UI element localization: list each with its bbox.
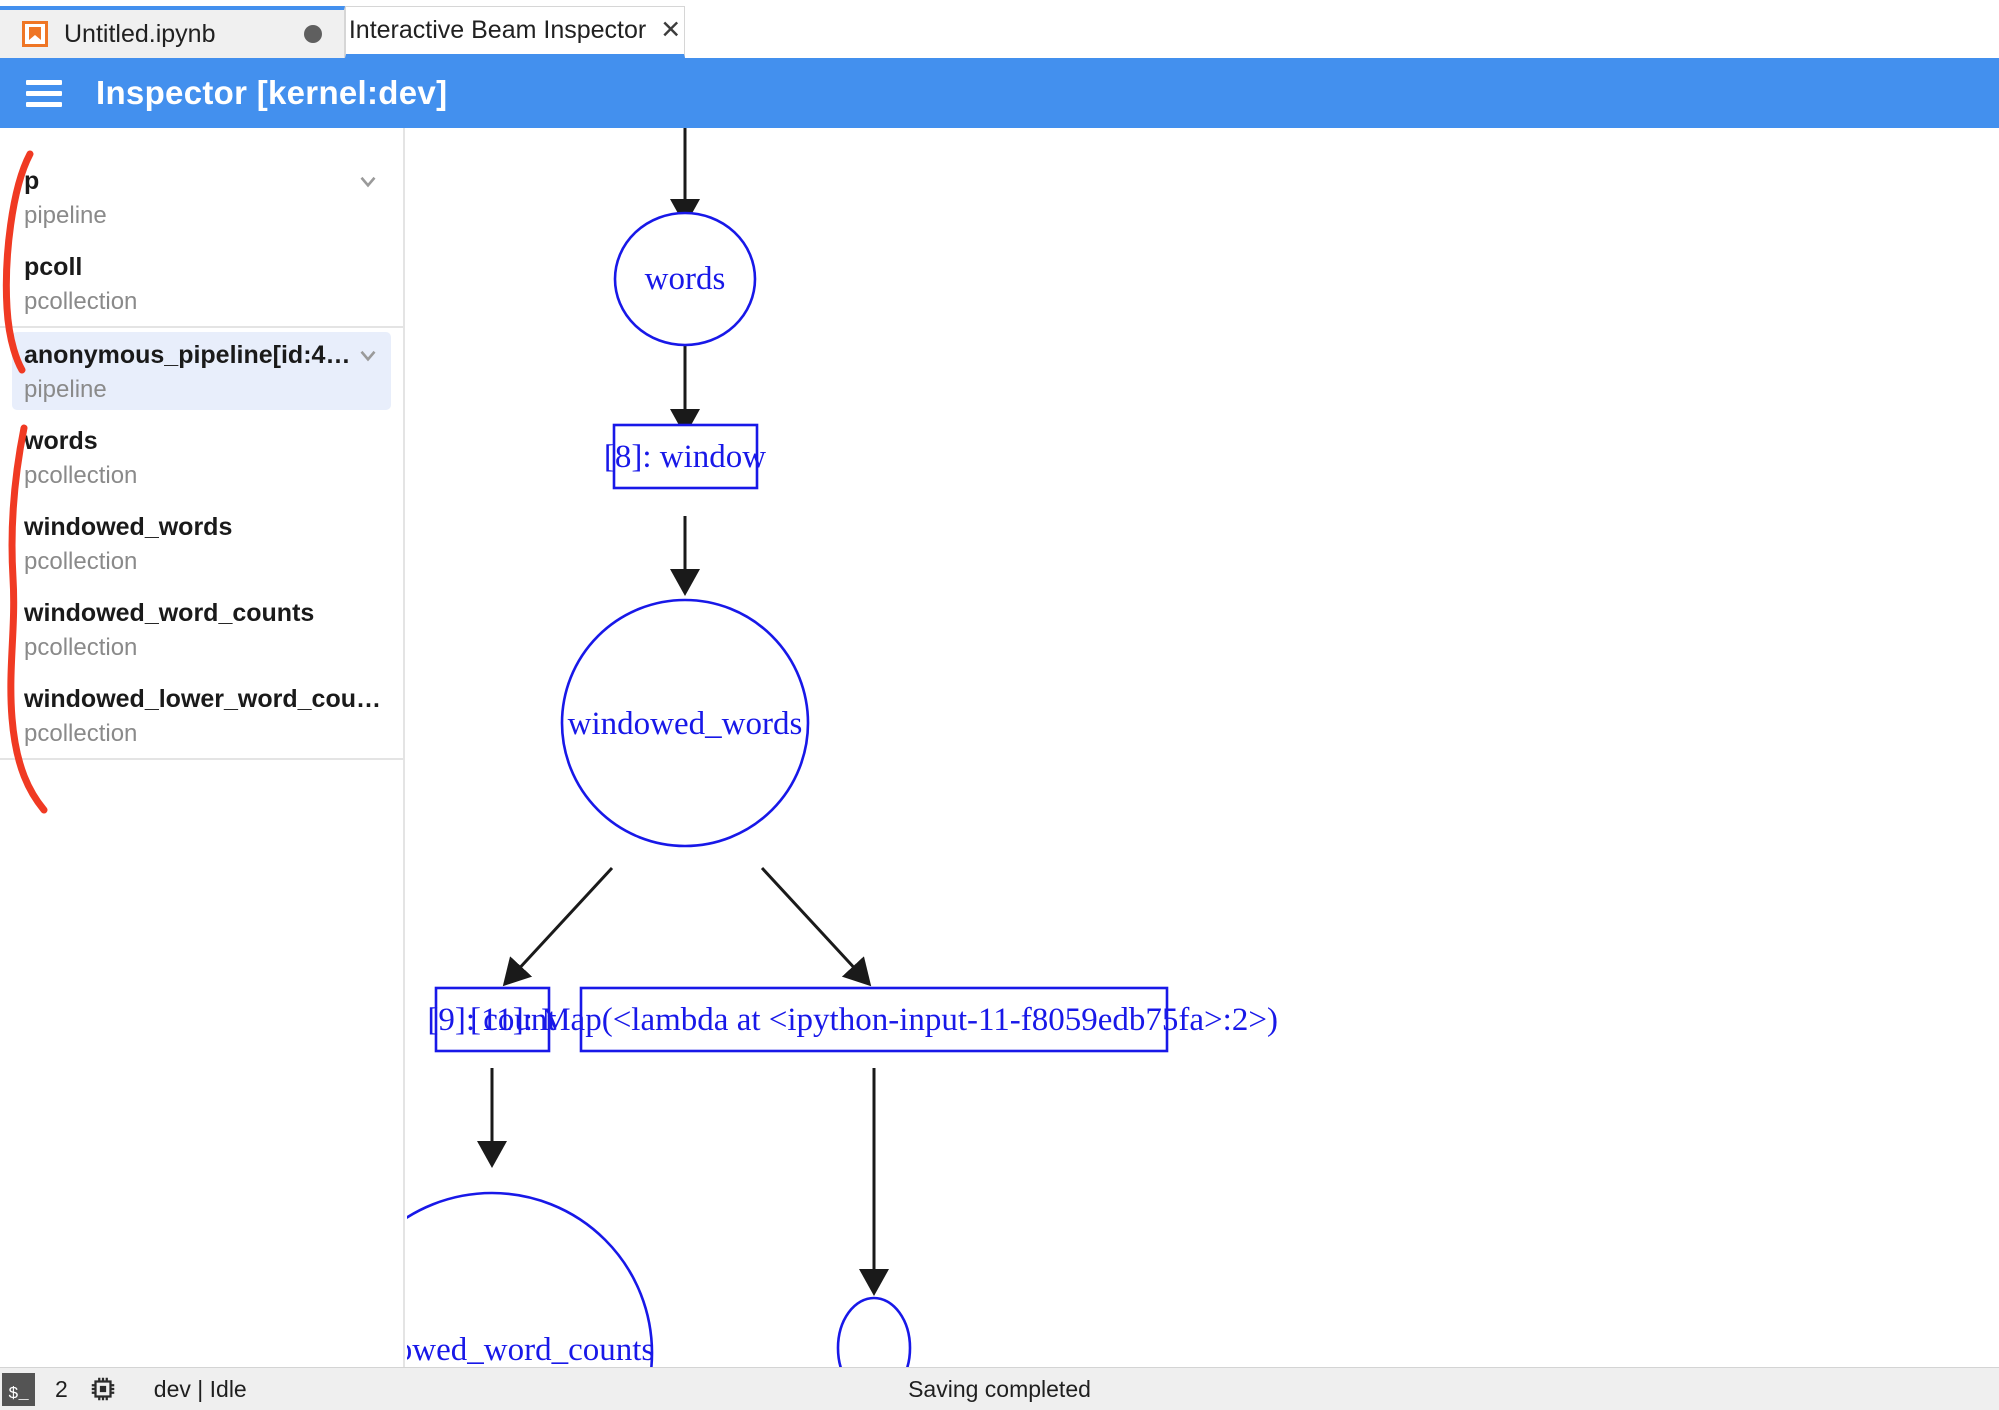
sidebar-item-windowed-word-counts[interactable]: windowed_word_counts pcollection [0, 586, 403, 672]
workspace: p pipeline pcoll pcollection anonymous_p… [0, 128, 1999, 1367]
edge-windowed-words-to-count [502, 866, 614, 987]
sidebar-item-windowed-lower-word-counts[interactable]: windowed_lower_word_counts pcollection [0, 672, 403, 758]
save-status-message: Saving completed [908, 1375, 1091, 1402]
status-bar: $_ 2 dev | Idle Saving completed [0, 1367, 1999, 1410]
sidebar-item-label: windowed_lower_word_counts [24, 684, 381, 713]
kernel-status[interactable]: dev | Idle [153, 1375, 247, 1402]
sidebar-item-type: pipeline [24, 376, 107, 403]
tab-label: Untitled.ipynb [64, 19, 216, 48]
graph-node-label: [9]: count [427, 1002, 556, 1038]
graph-node-windowed-words[interactable]: windowed_words [560, 598, 810, 848]
graph-node-unnamed-small[interactable] [836, 1296, 912, 1367]
pipeline-graph: words [8]: window windowed_words [9]: co… [407, 128, 1278, 1367]
selection-highlight [12, 332, 391, 410]
edge-windowed-words-to-map [760, 866, 872, 987]
sidebar-item-label: p [24, 166, 40, 195]
graph-node-count[interactable]: [9]: count [427, 986, 557, 1053]
sidebar-item-label: windowed_words [24, 512, 233, 541]
cpu-chip-icon[interactable] [88, 1374, 118, 1404]
sidebar-item-type: pcollection [24, 288, 138, 315]
sidebar-item-label: anonymous_pipeline[id:44516… [24, 340, 355, 369]
tab-untitled-ipynb[interactable]: Untitled.ipynb [0, 6, 345, 58]
sidebar-item-pcoll[interactable]: pcoll pcollection [0, 240, 403, 326]
sidebar-item-type: pcollection [24, 462, 138, 489]
sidebar-item-type: pipeline [24, 202, 107, 229]
chevron-down-icon[interactable] [355, 168, 381, 194]
graph-node-window[interactable]: [8]: window [604, 423, 766, 490]
sidebar-group-anonymous-pipeline: anonymous_pipeline[id:44516… pipeline wo… [0, 328, 403, 760]
sidebar-group-p: p pipeline pcoll pcollection [0, 128, 403, 328]
sidebar-item-p[interactable]: p pipeline [0, 154, 403, 240]
page-title: Inspector [kernel:dev] [96, 74, 448, 111]
graph-node-words[interactable]: words [613, 211, 757, 347]
notebook-icon [22, 21, 48, 47]
graph-node-label: words [645, 261, 726, 297]
tab-bar: Untitled.ipynb Interactive Beam Inspecto… [0, 0, 1999, 59]
chevron-down-icon[interactable] [355, 342, 381, 368]
inspectables-sidebar[interactable]: p pipeline pcoll pcollection anonymous_p… [0, 128, 405, 1367]
sidebar-item-label: pcoll [24, 252, 83, 281]
sidebar-item-label: words [24, 426, 98, 455]
sidebar-item-type: pcollection [24, 634, 138, 661]
tab-label: Interactive Beam Inspector [348, 16, 647, 44]
sidebar-item-label: windowed_word_counts [24, 598, 315, 627]
graph-node-windowed-word-counts[interactable]: windowed_word_counts [407, 1191, 654, 1367]
pipeline-graph-canvas[interactable]: words [8]: window windowed_words [9]: co… [407, 128, 1999, 1367]
tab-interactive-beam-inspector[interactable]: Interactive Beam Inspector ✕ [345, 6, 685, 58]
graph-node-label: [11]: Map(<lambda at <ipython-input-11-f… [470, 1002, 1278, 1038]
terminal-count: 2 [55, 1375, 68, 1402]
graph-node-label: [8]: window [604, 439, 766, 475]
inspector-header: Inspector [kernel:dev] [0, 58, 1999, 128]
unsaved-dot-icon[interactable] [304, 25, 322, 43]
graph-node-map[interactable]: [11]: Map(<lambda at <ipython-input-11-f… [470, 986, 1278, 1053]
sidebar-item-windowed-words[interactable]: windowed_words pcollection [0, 500, 403, 586]
sidebar-item-type: pcollection [24, 548, 138, 575]
sidebar-item-anonymous-pipeline[interactable]: anonymous_pipeline[id:44516… pipeline [0, 328, 403, 414]
sidebar-item-type: pcollection [24, 720, 138, 747]
hamburger-icon[interactable] [26, 79, 62, 107]
close-icon[interactable]: ✕ [660, 16, 682, 44]
terminal-icon[interactable]: $_ [2, 1372, 35, 1406]
sidebar-item-words[interactable]: words pcollection [0, 414, 403, 500]
graph-node-label: windowed_words [568, 706, 803, 742]
graph-node-label: windowed_word_counts [407, 1332, 654, 1367]
